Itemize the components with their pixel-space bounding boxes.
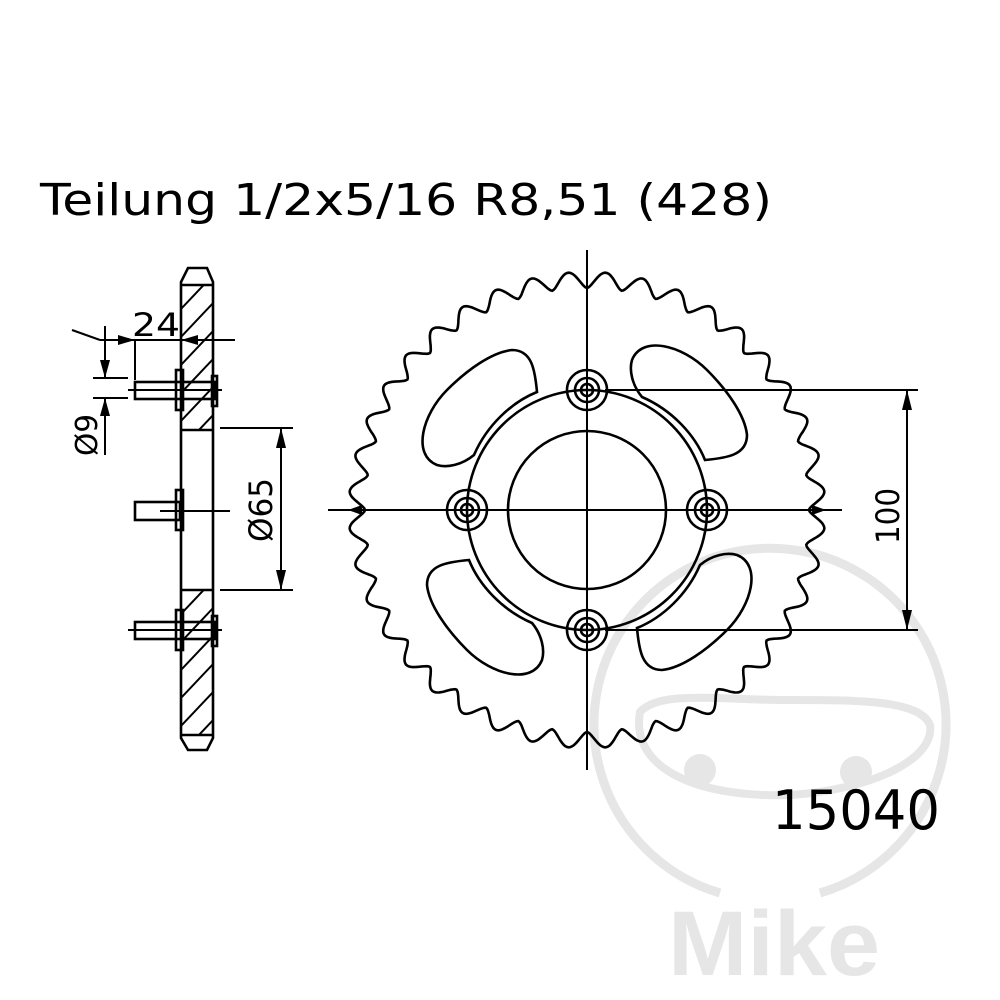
lightening-cutout <box>425 558 545 676</box>
hatch-line <box>181 605 214 643</box>
dimension-bolt-spacing-label: 100 <box>869 488 907 544</box>
lightening-cutout <box>629 344 749 462</box>
watermark-logo: Mike <box>589 543 951 995</box>
hatch-line <box>181 441 215 477</box>
side-view <box>128 266 230 810</box>
dimension-bolt-hole: Ø9 <box>70 326 128 456</box>
lightening-cutout <box>635 552 753 672</box>
hatch-line <box>181 590 206 615</box>
watermark-text: Mike <box>668 893 880 995</box>
hatch-line <box>181 661 214 699</box>
hatch-line <box>181 285 206 310</box>
hatch-line <box>181 746 215 782</box>
hatch-line <box>181 356 214 394</box>
hatch-line <box>181 774 215 810</box>
hatch-line <box>181 689 214 727</box>
lightening-cutout <box>421 348 539 468</box>
hatch-line <box>197 412 214 430</box>
part-number: 15040 <box>772 779 940 842</box>
hatch-line <box>181 550 215 586</box>
hatch-line <box>197 717 214 735</box>
dimension-center-bore-label: Ø65 <box>242 478 280 542</box>
dimension-width-label: 24 <box>132 306 180 344</box>
dimension-bolt-hole-label: Ø9 <box>70 414 105 456</box>
hatch-line <box>181 469 215 505</box>
sprocket-front-view <box>328 250 842 770</box>
dimension-center-bore: Ø65 <box>220 427 293 591</box>
dimension-bolt-spacing: 100 <box>605 389 918 631</box>
hatch-line <box>181 300 214 338</box>
pitch-title: Teilung 1/2x5/16 R8,51 (428) <box>39 175 772 226</box>
hatch-line <box>181 328 214 366</box>
dimension-width: 24 <box>71 306 235 380</box>
